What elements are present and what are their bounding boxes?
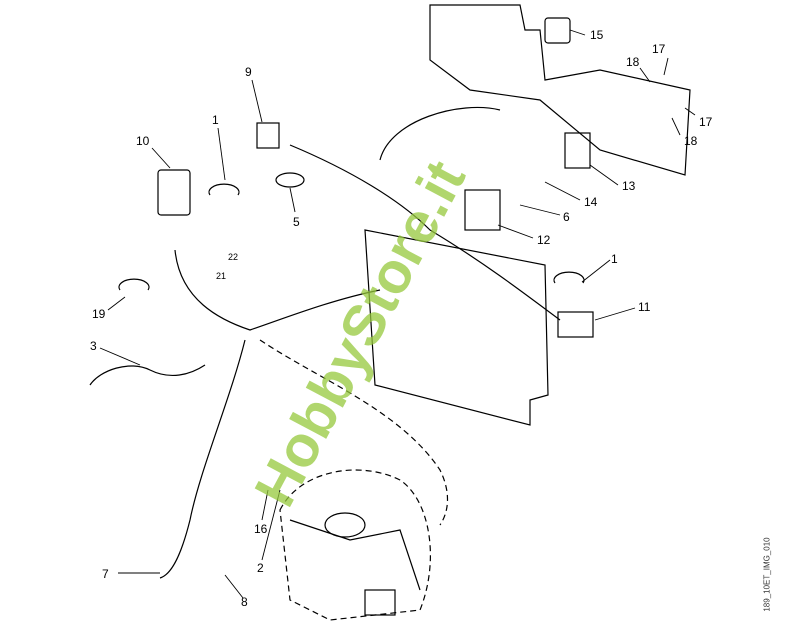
label-14: 14 bbox=[584, 195, 598, 209]
harness-left bbox=[174, 249, 381, 331]
switch-15 bbox=[544, 17, 571, 44]
label-12: 12 bbox=[537, 233, 551, 247]
label-17: 17 bbox=[652, 42, 666, 56]
grommet-5 bbox=[275, 172, 305, 188]
engine-block bbox=[364, 589, 396, 616]
plate-13 bbox=[564, 132, 591, 169]
label-16: 16 bbox=[254, 522, 268, 536]
label-17b: 17 bbox=[699, 115, 713, 129]
part-10 bbox=[157, 169, 191, 216]
label-15: 15 bbox=[590, 28, 604, 42]
bracket-top bbox=[429, 4, 691, 176]
engine-cylinder bbox=[324, 512, 366, 538]
leader-lines bbox=[99, 29, 696, 599]
clip-1a bbox=[208, 183, 240, 196]
harness-3 bbox=[89, 364, 206, 386]
connector-11 bbox=[557, 311, 594, 338]
harness-main bbox=[289, 144, 561, 321]
label-18b: 18 bbox=[684, 134, 698, 148]
label-21: 21 bbox=[216, 271, 227, 281]
label-19: 19 bbox=[92, 307, 106, 321]
label-3: 3 bbox=[90, 339, 97, 353]
label-2: 2 bbox=[257, 561, 264, 575]
label-13: 13 bbox=[622, 179, 636, 193]
label-11: 11 bbox=[638, 300, 651, 314]
label-18: 18 bbox=[626, 55, 640, 69]
label-5: 5 bbox=[293, 215, 300, 229]
clip-1b bbox=[553, 271, 585, 284]
label-1: 1 bbox=[212, 113, 219, 127]
harness-top-loop bbox=[379, 106, 501, 161]
label-1b: 1 bbox=[611, 252, 618, 266]
mounting-plate bbox=[364, 229, 549, 426]
label-10: 10 bbox=[136, 134, 150, 148]
engine-detail bbox=[289, 519, 421, 591]
label-7: 7 bbox=[102, 567, 109, 581]
label-9: 9 bbox=[245, 65, 252, 79]
engine bbox=[279, 469, 431, 621]
label-8: 8 bbox=[241, 595, 248, 609]
harness-dashed bbox=[259, 339, 449, 526]
label-22: 22 bbox=[228, 252, 239, 262]
harness-lower bbox=[159, 339, 246, 579]
image-code: 189_10ET_IMG_010 bbox=[762, 537, 772, 612]
clip-19 bbox=[118, 278, 150, 291]
part-12 bbox=[464, 189, 501, 231]
part-9 bbox=[256, 122, 280, 149]
label-6: 6 bbox=[563, 210, 570, 224]
